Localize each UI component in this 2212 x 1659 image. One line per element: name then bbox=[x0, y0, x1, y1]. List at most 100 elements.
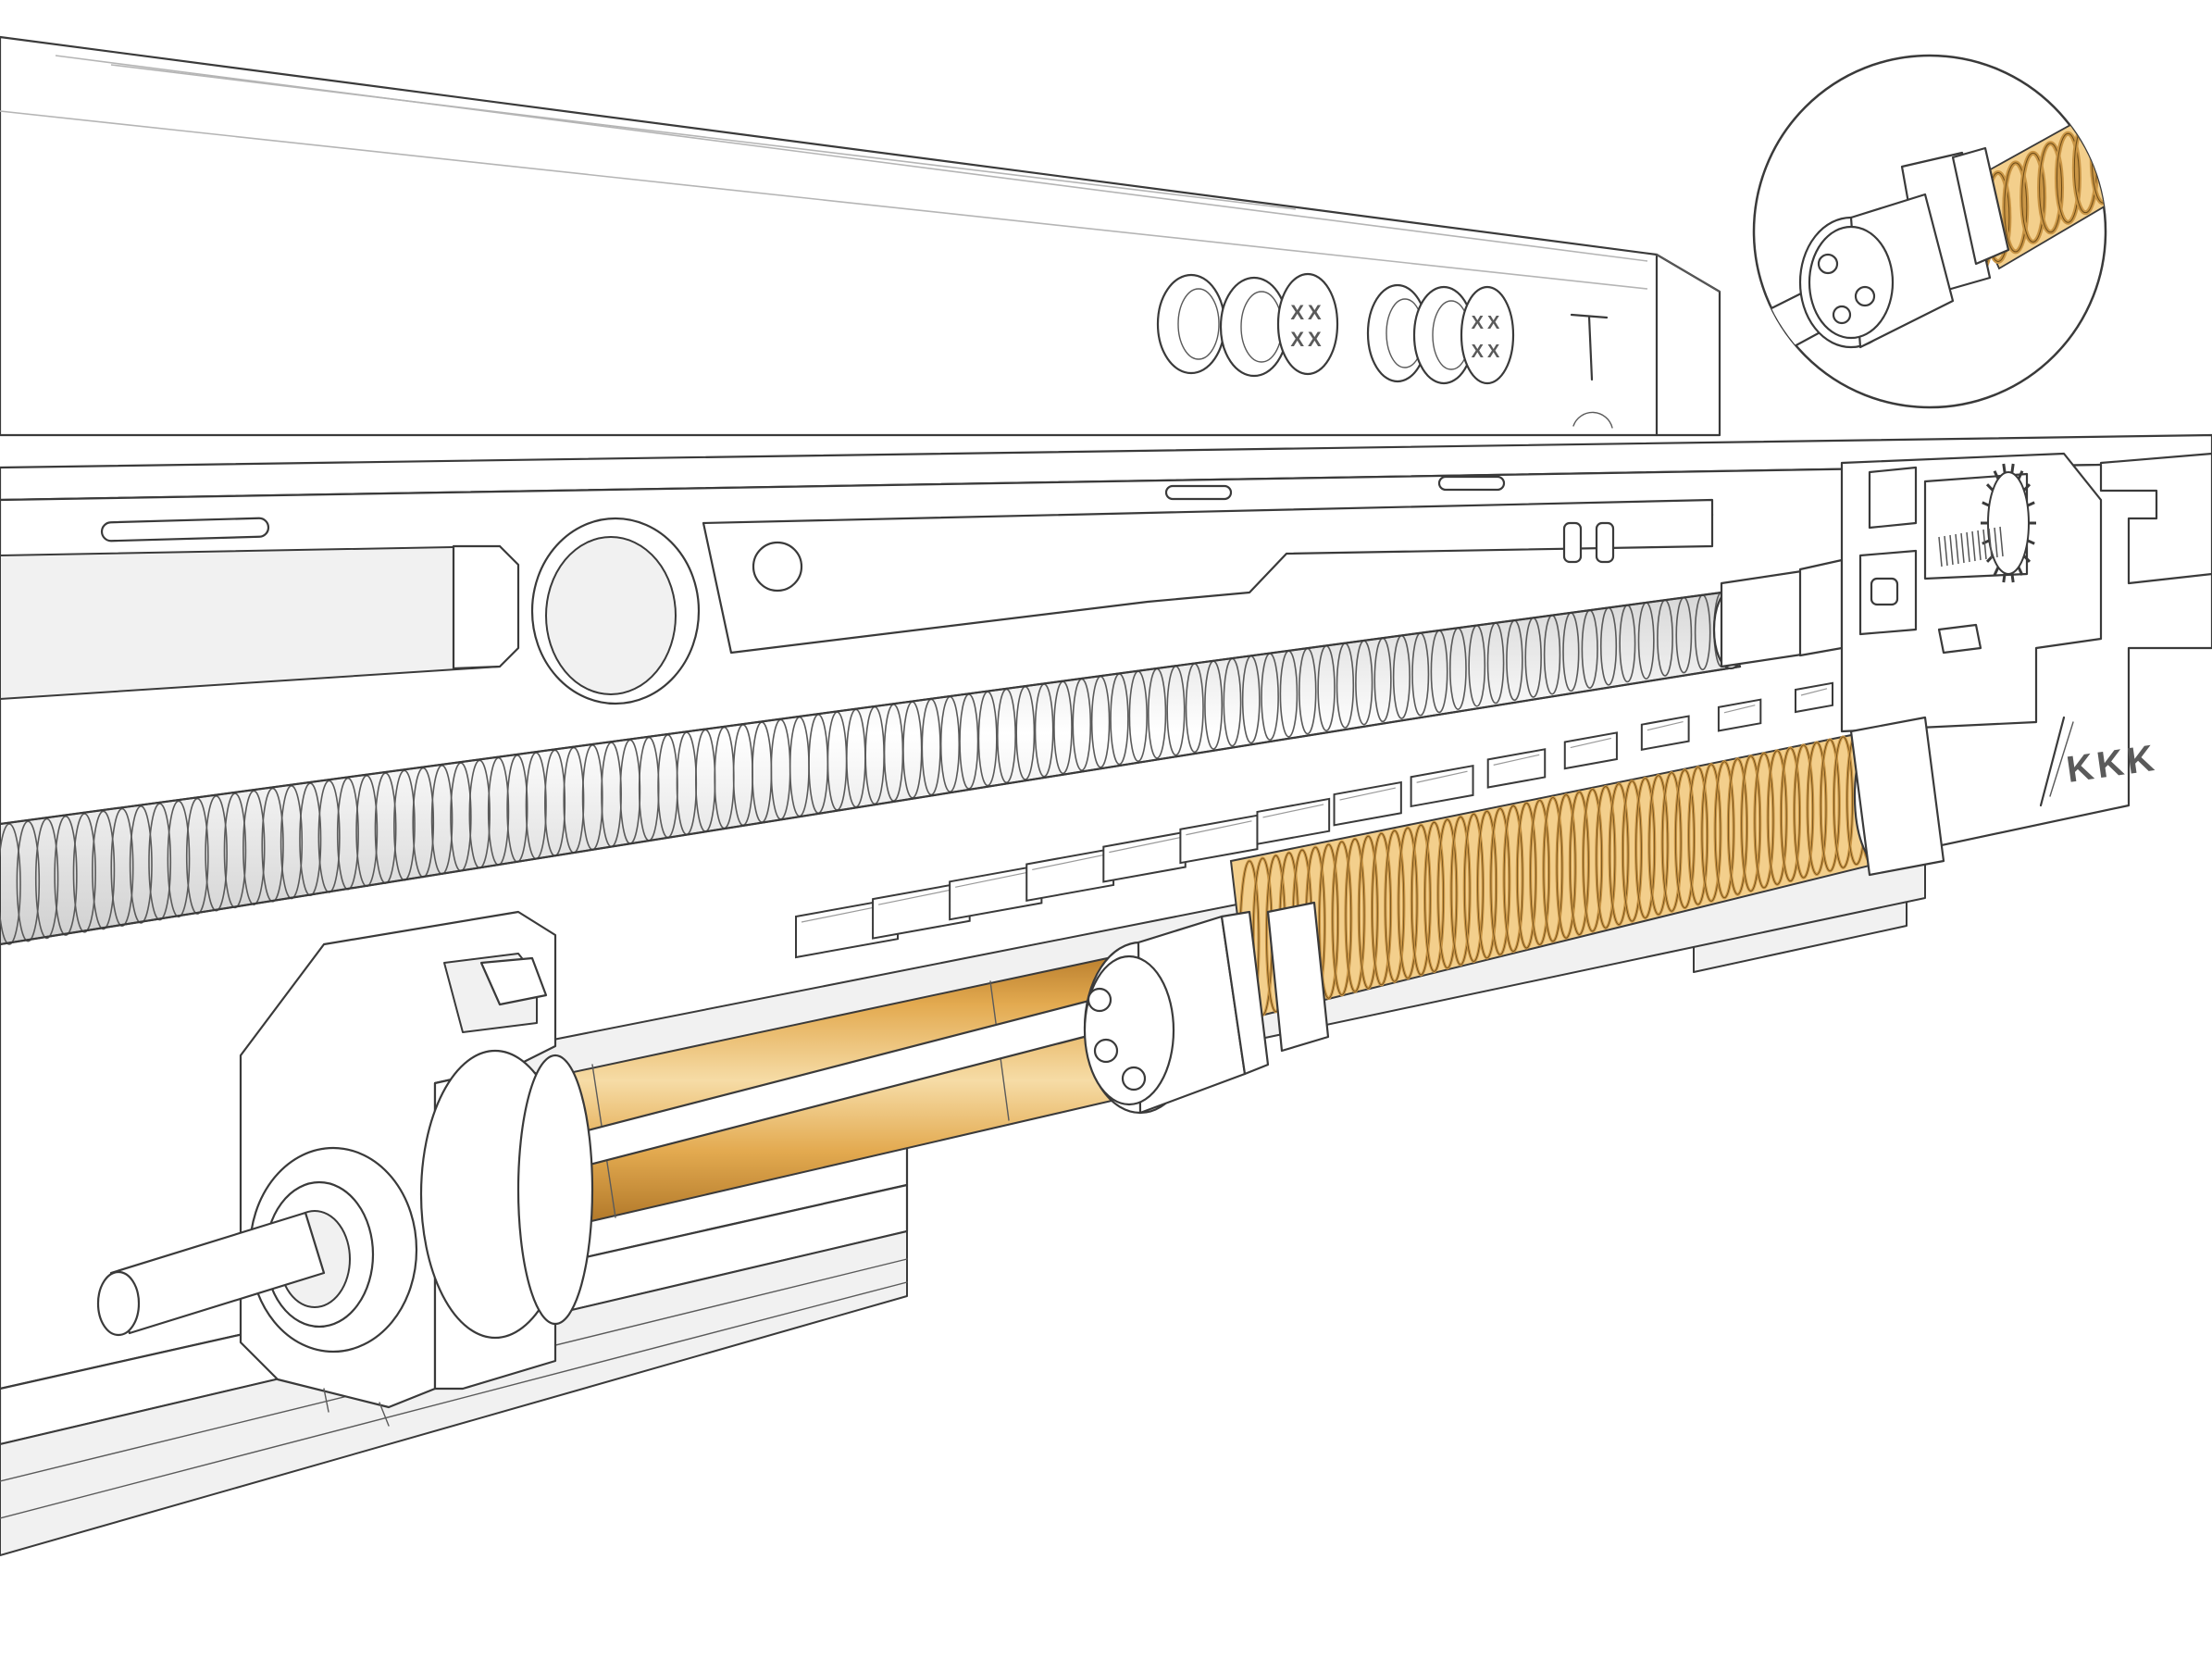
spring-coil-outline bbox=[1767, 750, 1787, 885]
spring-coil-outline bbox=[1635, 778, 1656, 918]
gear-tooth bbox=[2022, 555, 2032, 563]
window-slot bbox=[1410, 764, 1474, 808]
spring-coil bbox=[92, 810, 116, 930]
window-slot bbox=[1102, 830, 1187, 883]
spring-coil-outline bbox=[1648, 775, 1669, 916]
window-slot bbox=[1795, 681, 1833, 714]
spring-coil bbox=[16, 820, 41, 942]
spring-coil bbox=[34, 817, 59, 940]
gear-icon bbox=[1938, 463, 2036, 583]
window-slot bbox=[1256, 797, 1331, 845]
rack-tooth bbox=[1960, 532, 1965, 564]
spring-coil-outline bbox=[1622, 780, 1642, 922]
gear-body bbox=[1987, 471, 2030, 575]
spring-coil-outline bbox=[1516, 803, 1536, 949]
spring-coil-outline bbox=[1490, 808, 1510, 955]
gear-tooth bbox=[2002, 572, 2007, 583]
spring-coil-outline bbox=[2021, 152, 2045, 243]
rack-tooth bbox=[1988, 528, 1993, 559]
gear-tooth bbox=[1993, 470, 2000, 480]
spring-coil-outline bbox=[1754, 753, 1774, 889]
window-slot-edge bbox=[1647, 720, 1684, 731]
window-slot-edge bbox=[1493, 754, 1540, 766]
spring-coil-outline bbox=[2004, 162, 2028, 253]
gear-mechanism bbox=[1840, 452, 2103, 733]
window-slot-edge bbox=[955, 869, 1037, 888]
gear-tooth bbox=[1982, 501, 1990, 507]
gear-tooth bbox=[2010, 463, 2015, 474]
rack-tooth bbox=[1982, 529, 1987, 560]
window-slot bbox=[872, 880, 971, 940]
main-spring-coils bbox=[0, 592, 1730, 945]
spring-coil-outline bbox=[1503, 805, 1523, 953]
spring-coil-outline bbox=[1398, 827, 1418, 979]
spring-coil-outline bbox=[1385, 830, 1405, 982]
spring-coil-outline bbox=[1477, 810, 1497, 959]
spring-coil bbox=[110, 807, 134, 928]
rack-tooth bbox=[1966, 531, 1970, 563]
window-slot-edge bbox=[1723, 705, 1756, 714]
window-slot bbox=[1179, 814, 1259, 865]
spring-coil-outline bbox=[1556, 794, 1576, 939]
rack-tooth bbox=[1977, 530, 1982, 561]
rack-tooth bbox=[1944, 535, 1948, 567]
spring-coil-outline bbox=[1569, 792, 1589, 935]
spring-coil-outline bbox=[1596, 786, 1616, 929]
spring-coil-outline bbox=[1820, 739, 1840, 872]
spring-coil-outline bbox=[1332, 841, 1352, 996]
window-slot-edge bbox=[1339, 787, 1396, 801]
window-slot-edge bbox=[1032, 853, 1109, 871]
spring-coil bbox=[2127, 94, 2149, 183]
spring-coil-outline bbox=[1807, 742, 1827, 875]
spring-coil-outline bbox=[1741, 755, 1761, 892]
spring-coil-outline bbox=[2039, 143, 2063, 233]
rack-tooth bbox=[1955, 533, 1959, 565]
damper-spring-coils bbox=[1238, 730, 1881, 1020]
spring-coil bbox=[2109, 105, 2131, 193]
gear-tooth bbox=[2010, 572, 2015, 583]
window-slot-edge bbox=[1109, 837, 1180, 854]
gear-tooth bbox=[2017, 567, 2024, 576]
damper-cylinder bbox=[332, 716, 1945, 1238]
window-slot bbox=[1563, 731, 1618, 770]
hole-mark-1b: XX bbox=[1290, 328, 1324, 351]
hole-mark-2: XX bbox=[1472, 313, 1504, 333]
spring-coil bbox=[129, 805, 153, 924]
spring-coil-outline bbox=[1714, 761, 1734, 899]
spring-coil-outline bbox=[1345, 838, 1365, 992]
spring-coil-outline bbox=[1319, 843, 1338, 999]
spring-coil-outline bbox=[1424, 821, 1444, 972]
spring-coil bbox=[54, 815, 78, 936]
alignment-mark bbox=[1570, 313, 1609, 381]
spring-coil bbox=[148, 803, 172, 921]
spring-coil-outline bbox=[1437, 818, 1458, 969]
spring-coil-outline bbox=[2056, 132, 2080, 223]
window-slot-edge bbox=[1570, 737, 1612, 749]
window-slot bbox=[949, 864, 1043, 921]
rack-tooth bbox=[1994, 527, 1998, 558]
spring-coil-outline bbox=[1688, 767, 1709, 905]
window-slot-edge bbox=[1416, 770, 1468, 783]
mounting-plate: XX XX XX XX bbox=[0, 35, 1721, 437]
spring-coil-outline bbox=[1701, 764, 1721, 902]
spring-coil-outline bbox=[1463, 813, 1484, 962]
gear-tooth bbox=[2022, 483, 2032, 492]
rack-tooth bbox=[1949, 534, 1954, 566]
window-slot-edge bbox=[1800, 688, 1828, 696]
spring-coil-outline bbox=[1833, 736, 1853, 868]
window-slot-edge bbox=[1262, 804, 1324, 818]
spring-coil-outline bbox=[2091, 113, 2106, 204]
spring-coil bbox=[0, 823, 21, 945]
spring-coil-outline bbox=[1358, 835, 1378, 989]
gear-tooth bbox=[1993, 567, 2000, 576]
end-block bbox=[96, 910, 594, 1427]
hole-mark-1: XX bbox=[1290, 301, 1324, 324]
spring-coil-outline bbox=[1781, 747, 1800, 882]
gear-tooth bbox=[2017, 470, 2024, 480]
window-slot bbox=[1025, 847, 1115, 903]
spring-coil-outline bbox=[1661, 772, 1682, 912]
spring-coil-outline bbox=[1609, 783, 1629, 926]
mounting-hole-row: XX XX XX XX bbox=[1156, 272, 1515, 385]
magnified-spring-collar-icon bbox=[1752, 54, 2149, 409]
